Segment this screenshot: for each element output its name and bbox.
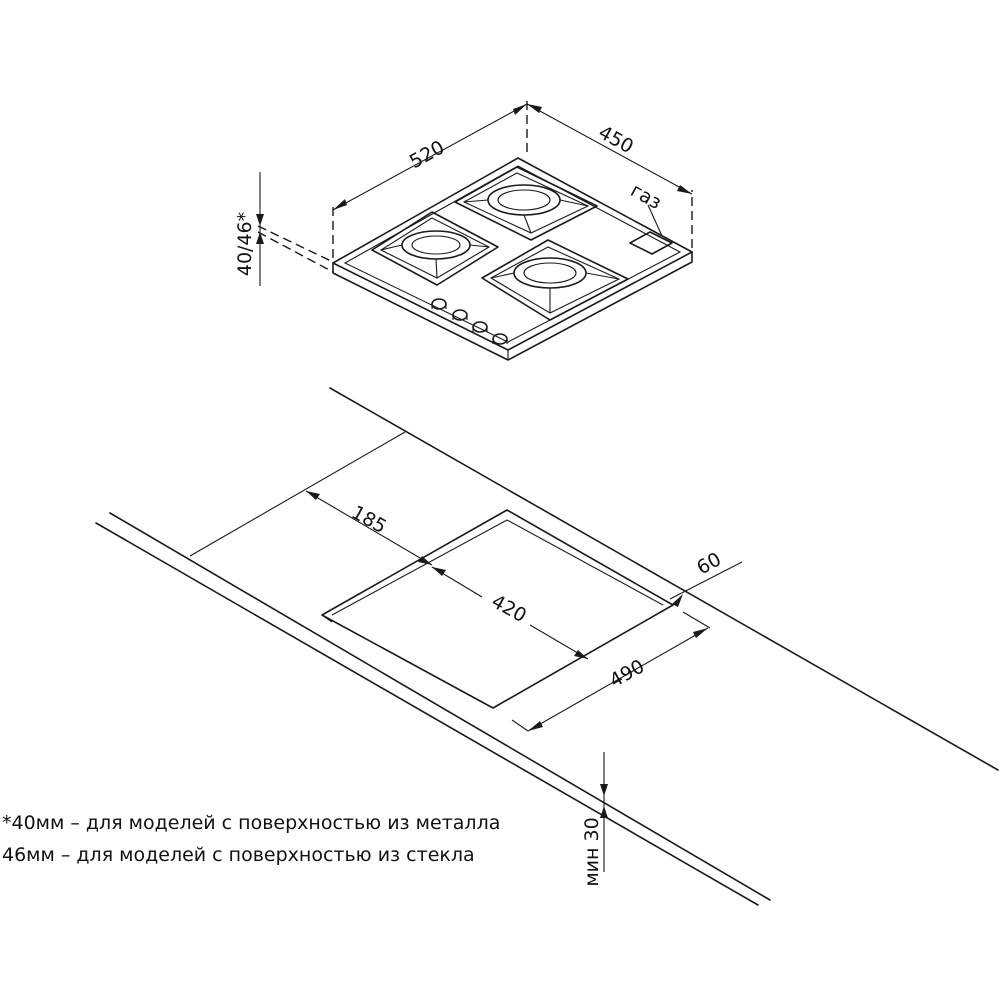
burner-grate-right (481, 239, 629, 321)
note-metal: *40мм – для моделей с поверхностью из ме… (2, 812, 501, 834)
cutout (321, 509, 674, 709)
label-cutout-depth: 420 (488, 590, 530, 627)
gas-leader-line (647, 204, 663, 237)
label-min-thickness: мин 30 (581, 817, 603, 886)
dim-520 (332, 100, 528, 258)
hob-drawing (256, 100, 693, 361)
label-cutout-width: 490 (606, 655, 648, 692)
burner-grate-top (454, 166, 598, 241)
burner-grate-left (371, 211, 499, 286)
dim-450 (526, 103, 693, 248)
dim-60 (669, 561, 743, 629)
label-offset-side: 60 (693, 548, 725, 579)
dim-height (256, 172, 334, 286)
countertop-back-edge (329, 387, 999, 771)
label-hob-width: 520 (406, 136, 448, 173)
note-glass: 46мм – для моделей с поверхностью из сте… (2, 844, 475, 866)
countertop-front-edge-top (109, 512, 771, 901)
cutout-outline (321, 509, 674, 709)
countertop-side-edge (189, 431, 406, 557)
dim-min-thickness (600, 752, 608, 872)
dim-490 (511, 627, 709, 732)
knob-4 (492, 333, 508, 345)
countertop-drawing (95, 387, 999, 906)
label-gas: газ (627, 179, 665, 214)
knob-3 (472, 321, 488, 333)
control-knobs (431, 298, 508, 345)
countertop-front-edge-bottom (95, 522, 759, 906)
knob-1 (431, 298, 447, 310)
dim-185 (305, 490, 433, 566)
hob-side-faces (332, 251, 693, 361)
label-hob-height: 40/46* (234, 212, 256, 276)
gas-connection (629, 231, 673, 255)
dim-420 (431, 566, 589, 660)
label-offset-back: 185 (348, 501, 390, 538)
